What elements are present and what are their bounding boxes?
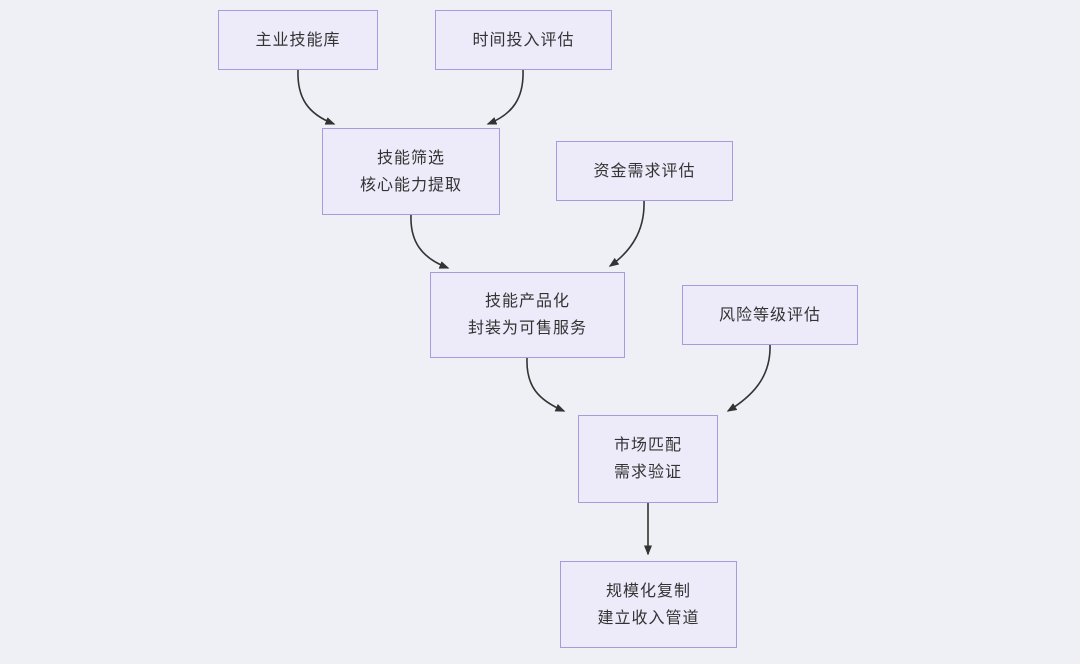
node-time-investment[interactable]: 时间投入评估: [435, 10, 612, 70]
node-market-matching[interactable]: 市场匹配 需求验证: [578, 415, 718, 503]
edge-capital-requirement-to-skill-productization: [608, 200, 645, 267]
node-label-line1: 技能筛选: [376, 149, 445, 167]
node-label-line1: 技能产品化: [484, 293, 570, 310]
node-skill-filtering[interactable]: 技能筛选 核心能力提取: [322, 128, 500, 215]
node-label-line2: 封装为可售服务: [467, 320, 587, 337]
node-label: 时间投入评估: [472, 31, 575, 49]
edge-time-investment-to-skill-filtering: [486, 69, 524, 125]
edge-skill-productization-to-market-matching: [526, 357, 566, 412]
node-capital-requirement[interactable]: 资金需求评估: [556, 141, 733, 201]
node-label-line1: 规模化复制: [605, 582, 691, 600]
node-label-line2: 需求验证: [613, 464, 682, 481]
node-main-skill-library[interactable]: 主业技能库: [218, 10, 378, 70]
edge-skill-filtering-to-skill-productization: [410, 214, 450, 269]
node-scale-replication[interactable]: 规模化复制 建立收入管道: [560, 561, 737, 648]
node-label: 风险等级评估: [718, 306, 821, 324]
node-label: 主业技能库: [255, 31, 341, 49]
edge-main-skill-library-to-skill-filtering: [297, 69, 336, 125]
edge-risk-level-to-market-matching: [726, 344, 771, 412]
node-label-line2: 建立收入管道: [597, 609, 700, 627]
node-label-line1: 市场匹配: [613, 437, 682, 454]
node-risk-level[interactable]: 风险等级评估: [682, 285, 858, 345]
node-skill-productization[interactable]: 技能产品化 封装为可售服务: [430, 272, 625, 358]
node-label: 资金需求评估: [593, 162, 696, 180]
node-label-line2: 核心能力提取: [359, 176, 462, 194]
